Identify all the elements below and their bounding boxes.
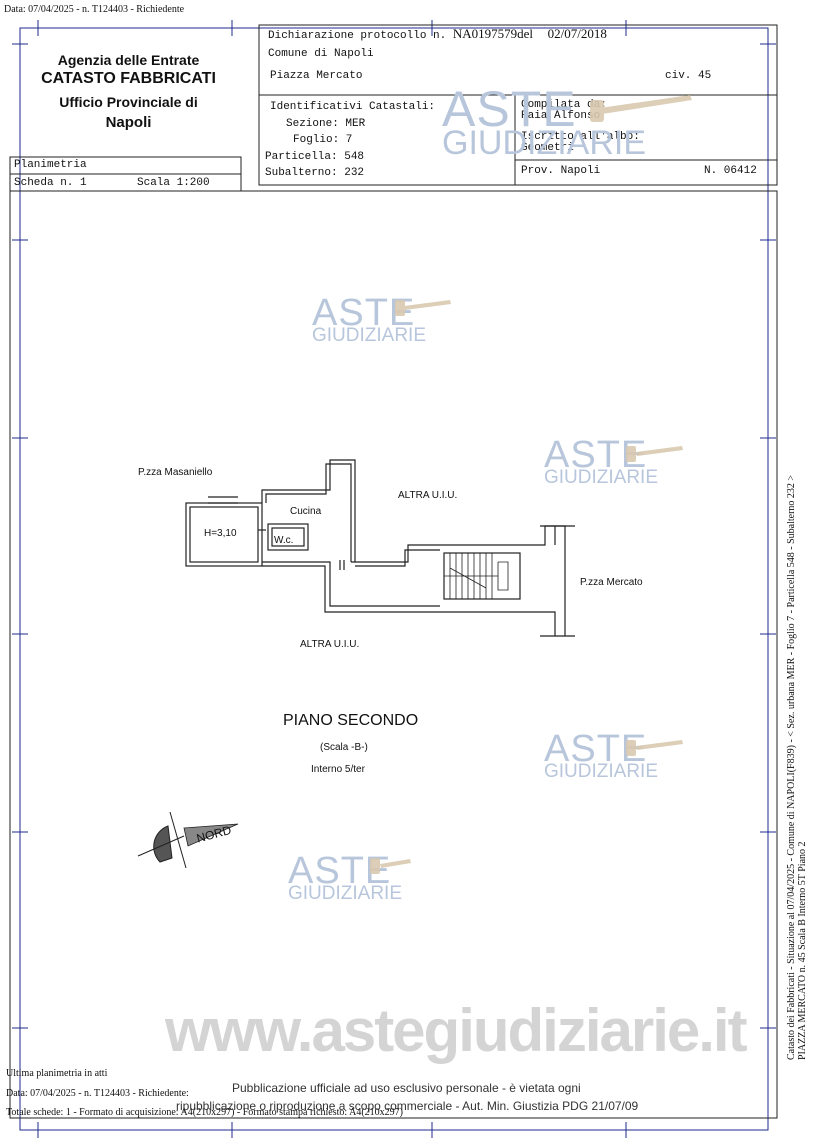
watermark-site: www.astegiudiziarie.it [165, 997, 748, 1064]
identifiers-title: Identificativi Catastali: [270, 101, 436, 113]
label-height: H=3,10 [204, 528, 237, 539]
declaration-line: Dichiarazione protocollo n. NA0197579del… [268, 26, 607, 42]
stair-label: (Scala -B-) [320, 742, 368, 753]
agency-name: Agenzia delle Entrate [57, 52, 200, 68]
iscritto-label: Iscritto all'albo: [521, 131, 640, 143]
floor-title: PIANO SECONDO [283, 712, 419, 729]
side-text-line2: PIAZZA MERCATO n. 45 Scala B Interno 5T … [797, 841, 808, 1060]
notice-line1: Pubblicazione ufficiale ad uso esclusivo… [232, 1081, 581, 1095]
bottom-date: Data: 07/04/2025 - n. T124403 - Richiede… [6, 1088, 189, 1099]
compilata-label: Compilata da: [521, 99, 607, 111]
office-city: Napoli [105, 114, 152, 131]
office-line: Ufficio Provinciale di [59, 94, 198, 110]
profession: Geometri [521, 142, 574, 154]
north-arrow-icon [137, 811, 239, 869]
planimetria-label: Planimetria [14, 159, 87, 171]
comune: Comune di Napoli [268, 48, 374, 60]
label-masaniello: P.zza Masaniello [138, 467, 213, 478]
particella: Particella: 548 [265, 151, 365, 163]
notice-line2: ripubblicazione o riproduzione a scopo c… [176, 1099, 639, 1113]
albo-number: N. 06412 [704, 165, 757, 177]
total-sheets: Totale schede: 1 - Formato di acquisizio… [6, 1107, 403, 1118]
label-cucina: Cucina [290, 506, 322, 517]
province: Prov. Napoli [521, 165, 601, 177]
foglio: Foglio: 7 [293, 134, 353, 146]
last-plan-note: Ultima planimetria in atti [6, 1068, 108, 1079]
interno-label: Interno 5/ter [311, 764, 365, 775]
sezione: Sezione: MER [286, 118, 366, 130]
label-mercato: P.zza Mercato [580, 577, 643, 588]
watermark-logo-header: ASTE GIUDIZIARIE [442, 81, 647, 162]
scale: Scala 1:200 [137, 177, 210, 189]
label-wc: W.c. [274, 535, 294, 546]
civic-number: civ. 45 [665, 70, 712, 82]
print-header: Data: 07/04/2025 - n. T124403 - Richiede… [4, 4, 185, 15]
label-altra-bottom: ALTRA U.I.U. [300, 639, 360, 650]
subalterno: Subalterno: 232 [265, 167, 365, 179]
address: Piazza Mercato [270, 70, 363, 82]
scheda-number: Scheda n. 1 [14, 177, 87, 189]
side-text-line1: Catasto dei Fabbricati - Situazione al 0… [786, 474, 797, 1060]
label-altra-top: ALTRA U.I.U. [398, 490, 458, 501]
catasto-title: CATASTO FABBRICATI [41, 70, 216, 87]
compiler-name: Raia Alfonso [521, 110, 601, 122]
